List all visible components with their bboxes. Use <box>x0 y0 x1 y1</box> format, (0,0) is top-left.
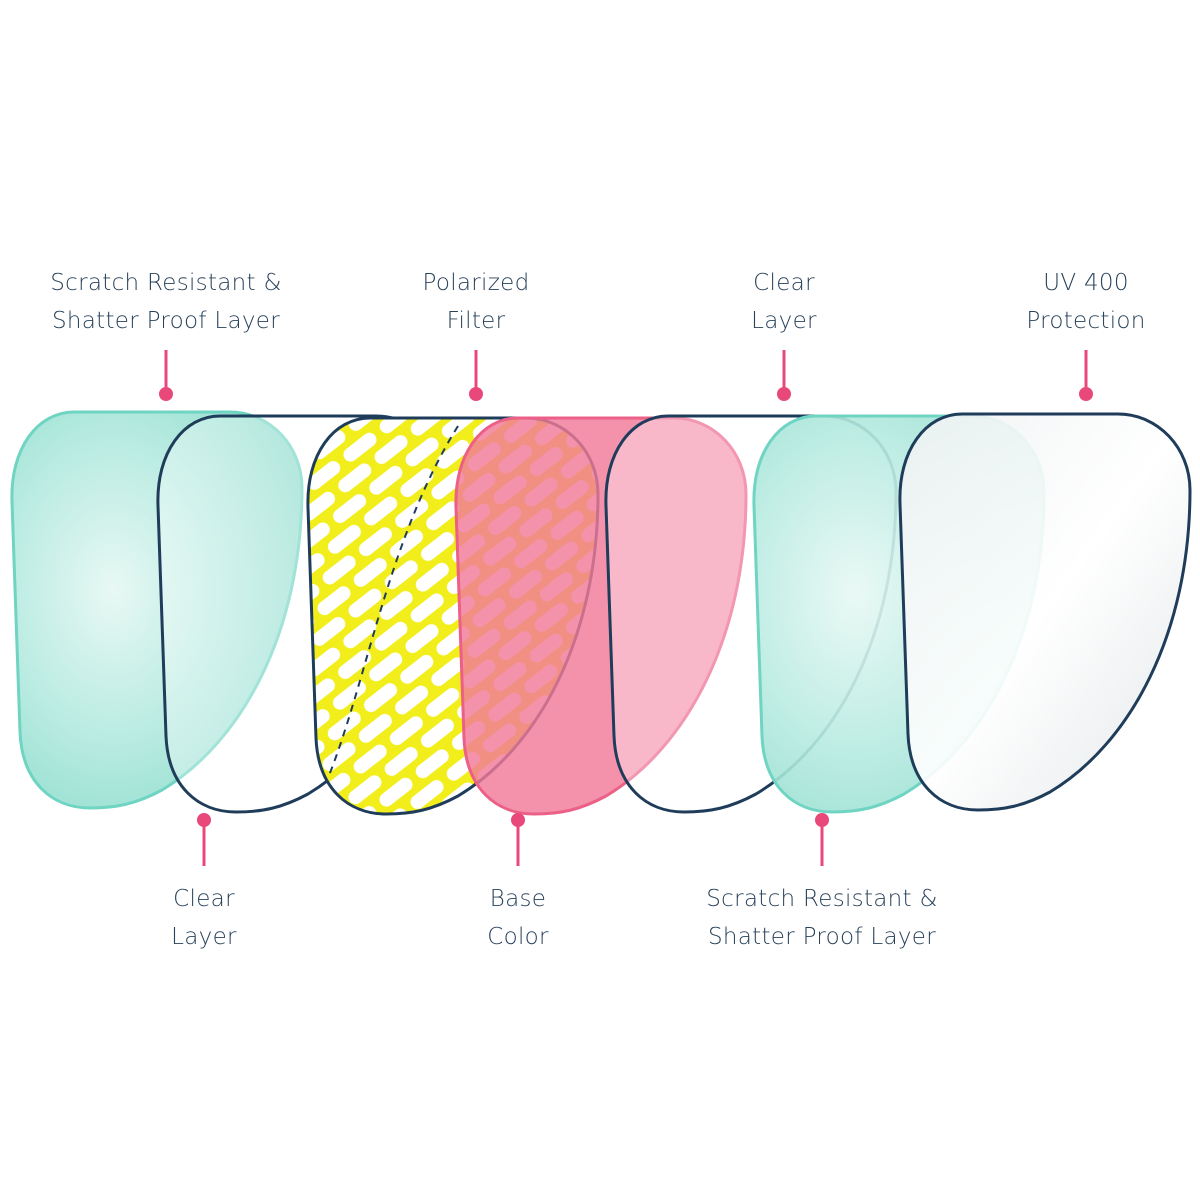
marker-pin-icon <box>197 813 211 866</box>
bottom-label-1-line1: Clear <box>173 886 235 912</box>
bottom-label-1-line2: Layer <box>171 924 237 950</box>
marker-pin-icon <box>1079 350 1093 401</box>
bottom-label-2-line1: Base <box>490 886 547 912</box>
top-label-3-line1: Clear <box>753 270 815 296</box>
top-label-4-line1: UV 400 <box>1043 270 1129 296</box>
layer-3-polarized-lens <box>306 416 600 816</box>
bottom-labels: Clear Layer Base Color Scratch Resistant… <box>171 886 937 950</box>
marker-pin-icon <box>815 813 829 866</box>
layer-7-uv-lens <box>898 412 1192 812</box>
marker-pin-icon <box>469 350 483 401</box>
top-label-2-line2: Filter <box>447 308 506 334</box>
top-label-4-line2: Protection <box>1026 308 1145 334</box>
marker-pin-icon <box>511 813 525 866</box>
top-markers <box>159 350 1093 401</box>
bottom-label-3-line2: Shatter Proof Layer <box>708 924 936 950</box>
top-label-3-line2: Layer <box>751 308 817 334</box>
top-label-1-line2: Shatter Proof Layer <box>52 308 280 334</box>
top-label-2-line1: Polarized <box>423 270 530 296</box>
bottom-label-2-line2: Color <box>487 924 549 950</box>
marker-pin-icon <box>159 350 173 401</box>
top-labels: Scratch Resistant & Shatter Proof Layer … <box>50 270 1145 334</box>
marker-pin-icon <box>777 350 791 401</box>
bottom-markers <box>197 813 829 866</box>
top-label-1-line1: Scratch Resistant & <box>50 270 281 296</box>
bottom-label-3-line1: Scratch Resistant & <box>706 886 937 912</box>
